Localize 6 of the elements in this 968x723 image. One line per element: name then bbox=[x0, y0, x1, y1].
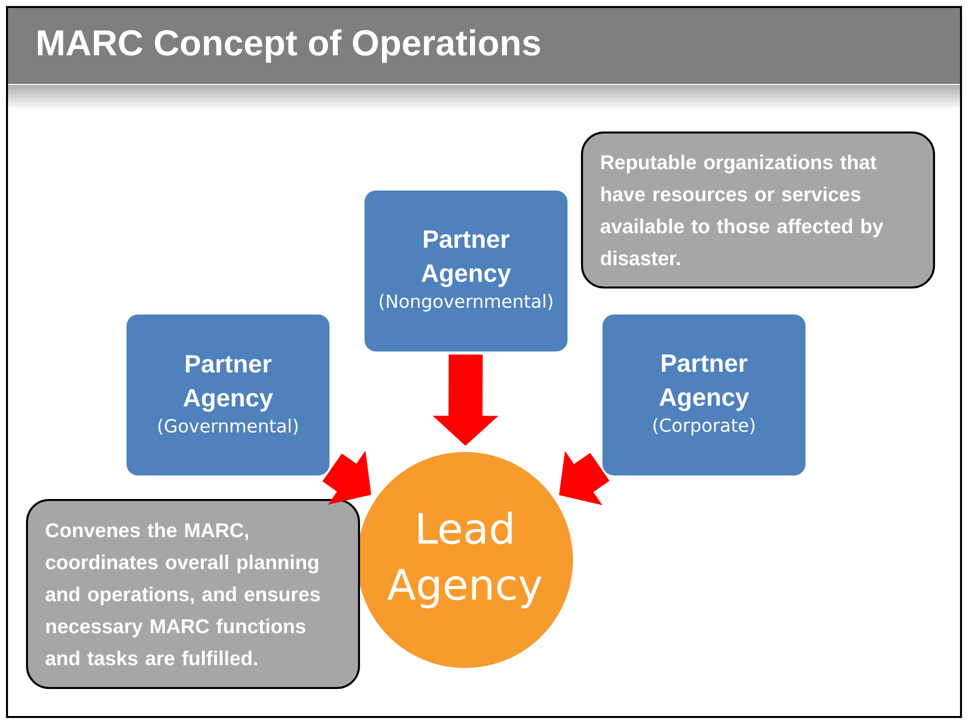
agency-box: Partner Agency (Corporate) bbox=[602, 314, 807, 476]
callout-box: Convenes the MARC, coordinates overall planning and operations, and ensures necessary MARC functions and tasks are fulfilled. bbox=[26, 499, 360, 689]
slide-title: MARC Concept of Operations bbox=[38, 29, 540, 63]
agency-box: Partner Agency (Governmental) bbox=[126, 314, 330, 476]
callout-box: Reputable organizations that have resources or services available to those affected by disaster. bbox=[581, 132, 936, 288]
agency-box: Partner Agency (Nongovernmental) bbox=[364, 190, 568, 352]
